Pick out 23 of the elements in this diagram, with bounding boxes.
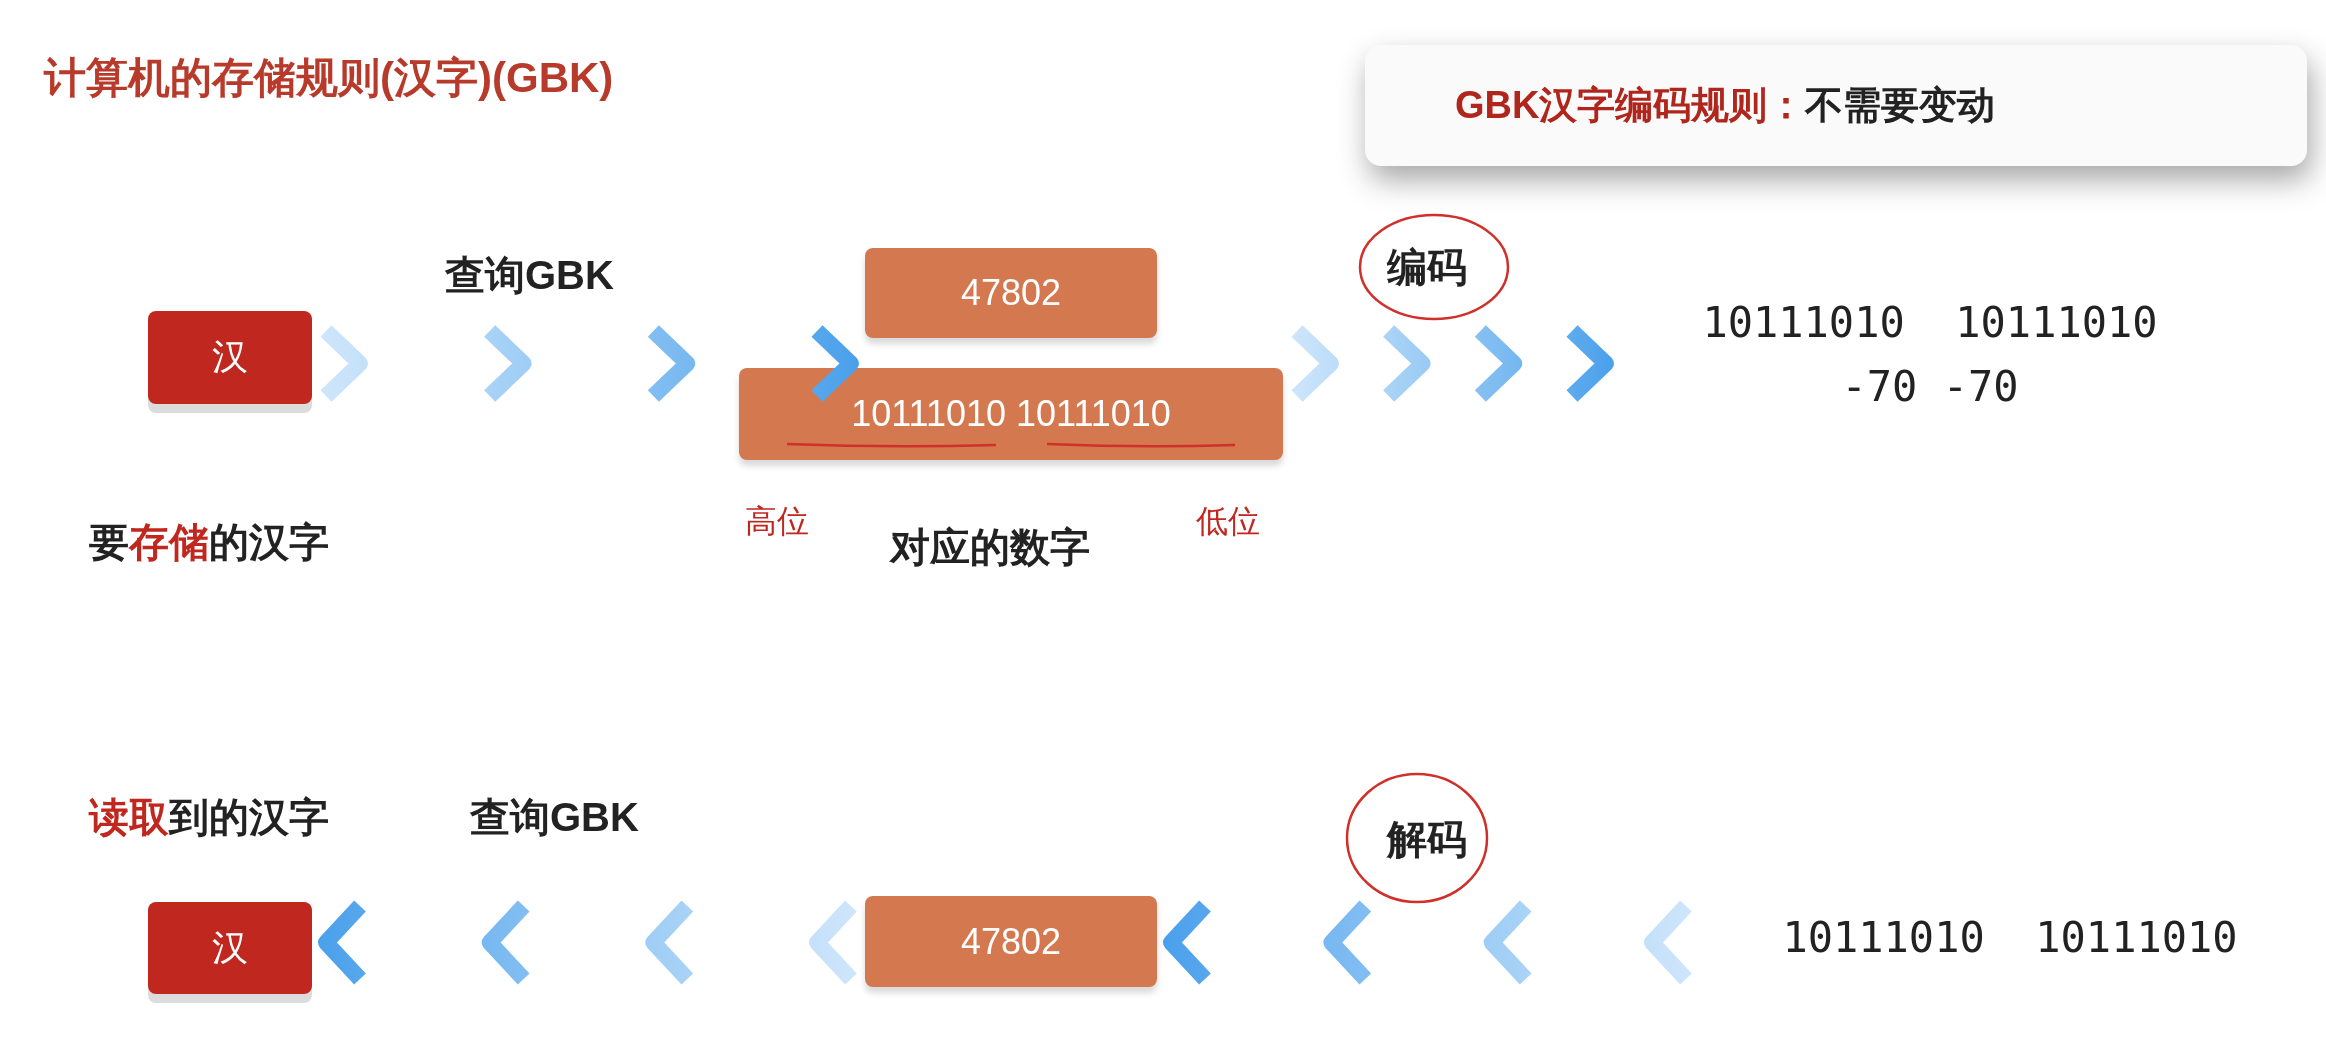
note-text: 不需要变动 [1805,83,1996,128]
number-box: 10111010 10111010 [739,368,1283,460]
note-heading: GBK汉字编码规则： [1455,83,1806,128]
note-card [1365,45,2307,166]
edge-label: 解码 [1387,816,1467,863]
binary-text: 10111010 10111010 [1702,297,2158,349]
node-label: 要存储的汉字 [89,519,329,566]
chevron-arrow [1289,323,1614,404]
label-text: 低位 [1196,502,1260,541]
label-text: 对应的数字 [890,524,1090,571]
node-label: 读取到的汉字 [89,794,329,841]
number-box: 47802 [865,896,1157,987]
binary-text: 10111010 10111010 [1782,912,2238,964]
chevron-arrow [318,323,859,404]
edge-label: 查询GBK [470,794,639,841]
decimal-text: -70 -70 [1841,361,2019,413]
title: 计算机的存储规则(汉字)(GBK) [44,53,614,103]
chevron-arrow [318,898,859,987]
edge-label: 查询GBK [445,252,614,299]
label-text: 高位 [745,502,809,541]
edge-label: 编码 [1387,244,1467,291]
chevron-arrow [1163,898,1694,987]
number-box: 47802 [865,248,1157,338]
